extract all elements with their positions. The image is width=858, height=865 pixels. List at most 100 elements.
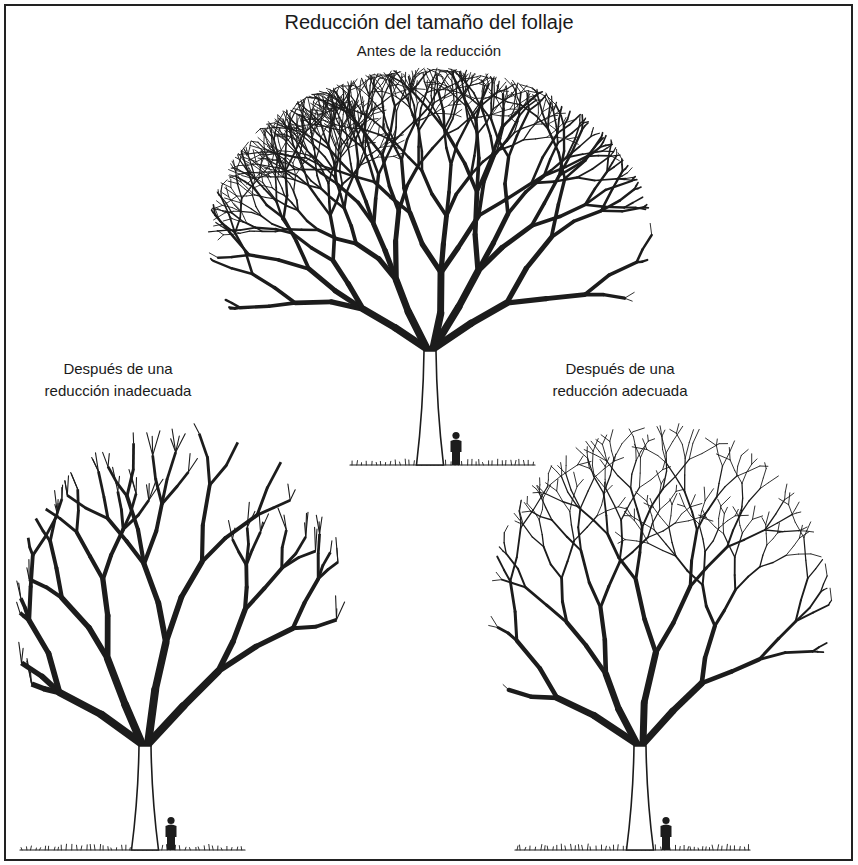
tree-branch: [442, 112, 445, 129]
tree-branch: [633, 197, 643, 202]
twig: [466, 95, 475, 99]
tree-branch: [410, 84, 411, 91]
tree-branch: [266, 138, 272, 147]
grass-tuft: [371, 461, 372, 465]
twig: [214, 224, 223, 226]
tree-branch: [350, 117, 361, 128]
tree-branch: [333, 261, 348, 284]
tree-branch: [361, 129, 379, 135]
twig: [505, 78, 515, 89]
tree-branch: [341, 107, 350, 118]
cut-stub: [247, 528, 248, 545]
grass-tuft: [86, 845, 87, 850]
tree-branch: [486, 97, 496, 98]
water-sprout: [171, 439, 176, 452]
tree-branch: [285, 196, 292, 203]
tree-branch: [274, 288, 295, 303]
tree-branch: [585, 123, 588, 126]
tree-branch: [375, 89, 382, 99]
twig: [279, 116, 285, 123]
water-sprout: [61, 485, 63, 499]
tree-branch: [374, 199, 376, 225]
tree-branch: [202, 538, 225, 562]
tree-branch: [218, 647, 256, 672]
tree-branch: [499, 104, 502, 110]
tree-branch: [416, 68, 419, 73]
tree-branch: [237, 196, 247, 197]
tree-before: [209, 68, 652, 465]
twig: [332, 88, 336, 95]
tree-branch: [270, 124, 272, 126]
tree-branch: [236, 196, 242, 204]
twig: [510, 104, 513, 109]
twig: [242, 142, 249, 150]
tree-branch: [214, 261, 232, 268]
tree-branch: [517, 110, 529, 135]
tree-branch: [370, 123, 375, 131]
tree-branch: [49, 654, 60, 693]
tree-branch: [275, 171, 276, 187]
tree-branch: [247, 195, 255, 196]
twig: [337, 86, 340, 93]
cut-stub: [273, 500, 290, 508]
tree-branch: [200, 525, 205, 562]
tree-branch: [451, 103, 455, 116]
tree-branch: [339, 138, 348, 149]
grass-tuft: [547, 846, 549, 850]
tree-branch: [514, 102, 515, 109]
tree-branch: [452, 71, 454, 74]
tree-branch: [375, 182, 391, 197]
grass-tuft: [189, 848, 191, 850]
grass-tuft: [204, 846, 206, 850]
tree-branch: [263, 129, 268, 142]
tree-branch: [396, 211, 399, 241]
tree-branch: [366, 80, 367, 89]
person-head: [167, 817, 174, 824]
tree-branch: [524, 130, 531, 140]
tree-branch: [373, 120, 383, 128]
tree-branch: [246, 147, 248, 150]
tree-branch: [468, 88, 472, 99]
tree-branch: [283, 111, 287, 120]
tree-branch: [237, 155, 239, 157]
tree-branch: [183, 671, 218, 706]
grass-tuft: [121, 845, 123, 850]
tree-branch: [408, 157, 422, 171]
tree-branch: [422, 171, 432, 194]
twig: [317, 98, 322, 112]
tree-branch: [595, 179, 616, 181]
tree-branch: [360, 92, 362, 105]
tree-branch: [505, 184, 508, 214]
tree-branch: [240, 173, 251, 174]
tree-branch: [260, 185, 267, 187]
grass-tuft: [478, 460, 479, 466]
tree-branch: [324, 135, 329, 149]
grass-tuft: [395, 460, 396, 465]
tree-branch: [443, 216, 446, 244]
tree-branch: [465, 77, 466, 80]
twig: [308, 98, 311, 112]
grass-tuft: [226, 846, 227, 850]
cut-stub: [267, 462, 281, 488]
tree-branch: [601, 201, 620, 211]
grass-tuft: [376, 462, 378, 465]
tree-branch: [241, 182, 247, 188]
twig: [216, 208, 225, 213]
tree-branch: [229, 306, 235, 309]
grass-tuft: [198, 847, 199, 850]
tree-branch: [365, 104, 371, 116]
tree-branch: [264, 568, 282, 588]
grass-tuft: [58, 847, 60, 850]
tree-branch: [396, 280, 408, 312]
twig: [223, 219, 232, 221]
tree-branch: [125, 705, 142, 745]
cut-stub: [282, 530, 286, 548]
grass-tuft: [116, 848, 117, 850]
tree-branch: [232, 161, 234, 165]
grass-tuft: [48, 846, 49, 850]
tree-branch: [477, 160, 491, 192]
tree-branch: [295, 180, 309, 186]
tree-branch: [305, 579, 319, 603]
twig: [218, 235, 224, 240]
water-sprout: [305, 513, 307, 537]
